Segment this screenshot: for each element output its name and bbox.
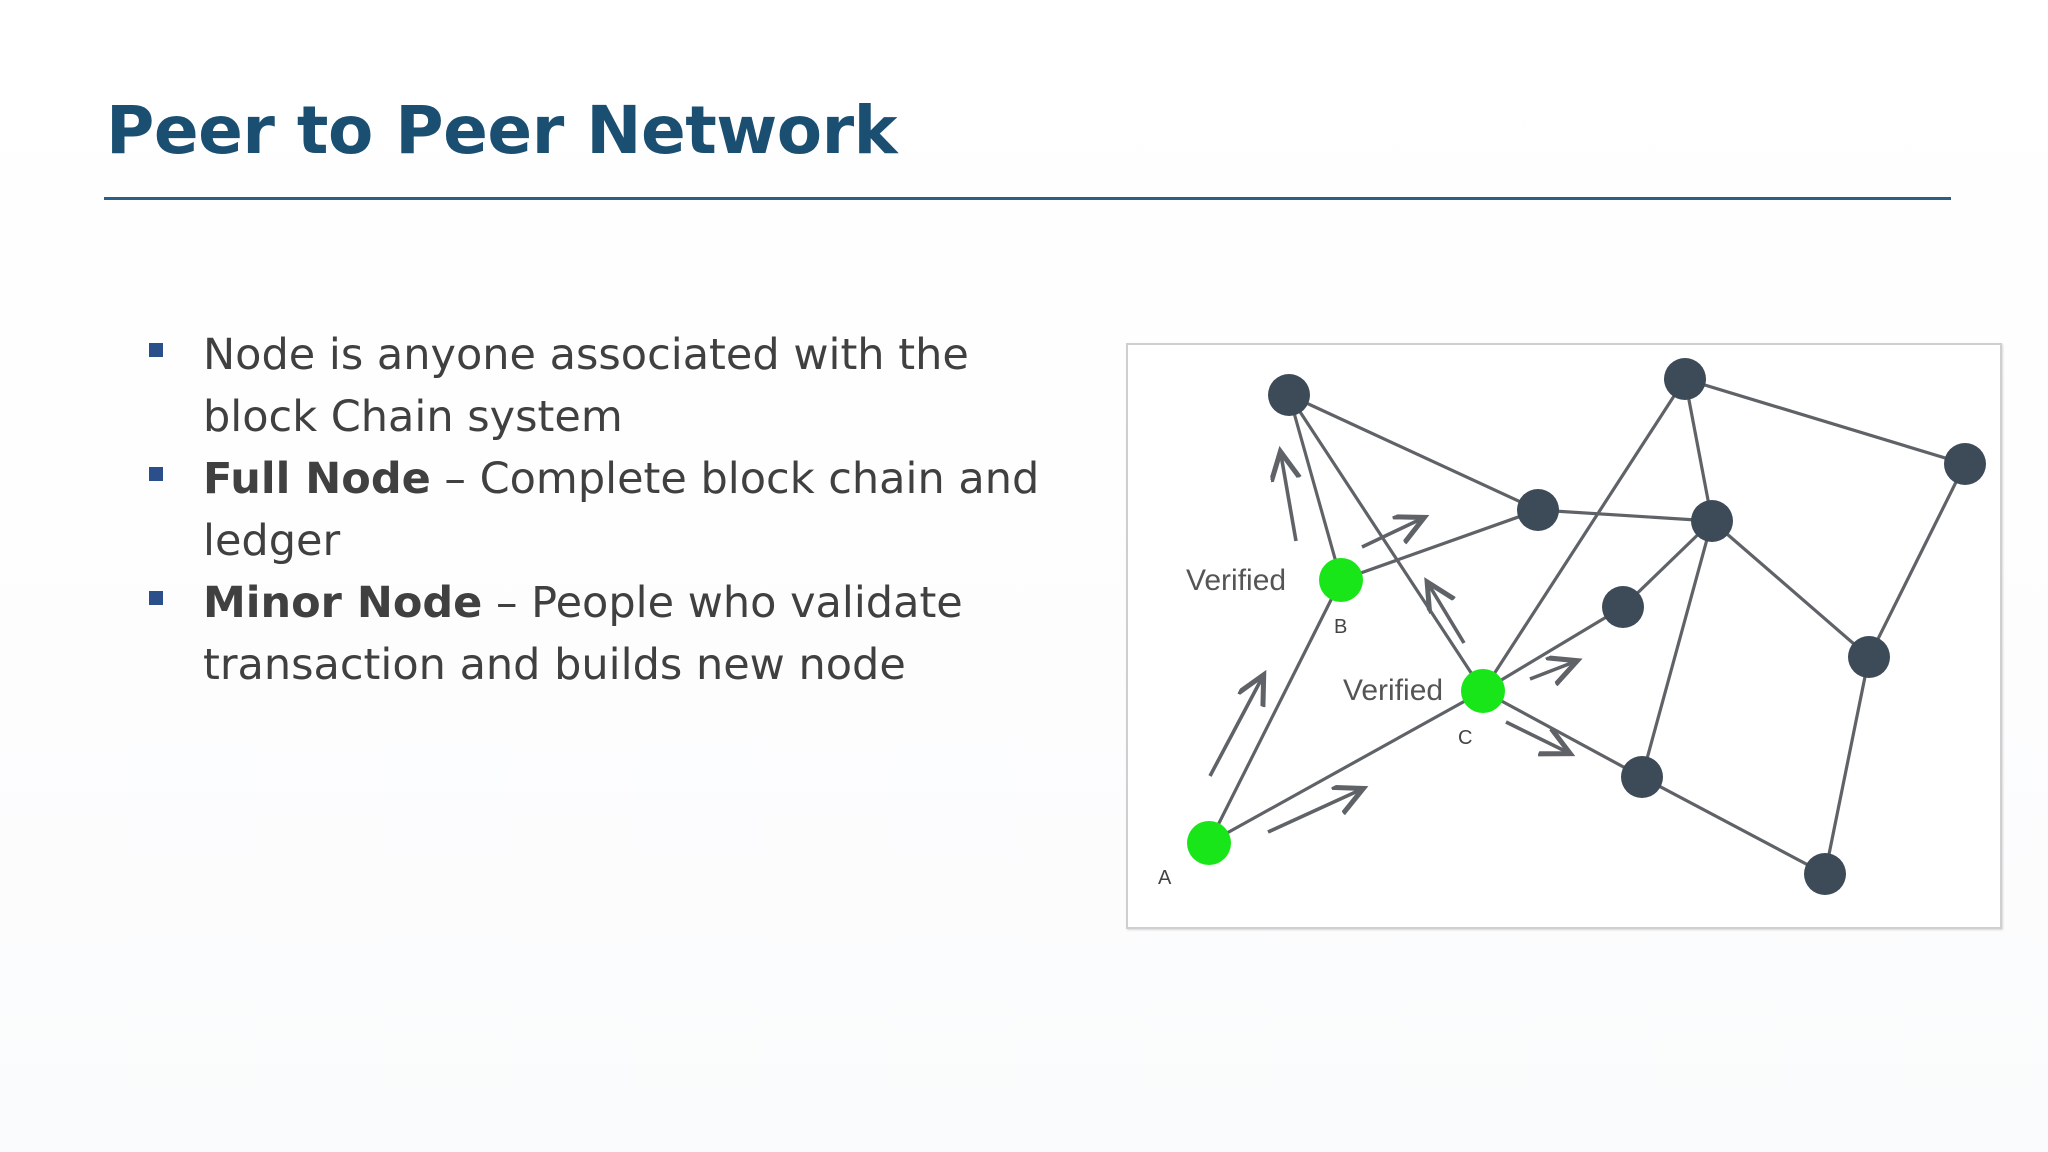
edge [1684,377,1966,466]
arrow-icon [1429,585,1466,644]
bullet-list: Node is anyone associated with the block… [145,324,1085,696]
edge [1683,378,1714,522]
verified-label-b: Verified [1186,564,1286,597]
edge [1287,394,1343,581]
bullet-text: – Complete block chain and ledger [203,454,1040,566]
verified-nodes [1187,558,1505,865]
peer-nodes [1268,358,1986,895]
edge [1208,689,1484,845]
bullet-term: Full Node [203,454,431,504]
bullet-text: – People who validate transaction and bu… [203,578,963,690]
arrow-icon [1529,662,1574,679]
network-edges [1207,377,1967,876]
node-label-c: C [1458,727,1472,749]
edge [1823,656,1871,875]
arrow-icon [1505,720,1567,752]
square-bullet-icon [149,467,163,481]
peer-node [1664,358,1706,400]
verified-node-a [1187,821,1231,865]
arrow-icon [1361,519,1421,549]
peer-node [1621,756,1663,798]
arrow-icon [1267,790,1360,834]
peer-node [1602,586,1644,628]
edge [1710,519,1871,659]
edge [1537,508,1713,523]
node-label-a: A [1158,867,1172,889]
square-bullet-icon [149,591,163,605]
edge [1340,508,1539,582]
arrow-icon [1208,678,1262,777]
bullet-item: Minor Node – People who validate transac… [145,572,1085,696]
peer-node [1944,443,1986,485]
edge [1287,394,1485,692]
peer-node [1691,500,1733,542]
title-divider [104,197,1951,200]
edge [1867,463,1967,658]
peer-node [1848,636,1890,678]
bullet-item: Full Node – Complete block chain and led… [145,448,1085,572]
edge [1482,689,1643,779]
slide-title: Peer to Peer Network [106,92,898,169]
edge [1481,378,1687,692]
node-label-b: B [1334,616,1347,638]
bullet-item: Node is anyone associated with the block… [145,324,1085,448]
edge [1207,579,1343,844]
verified-node-c [1461,669,1505,713]
edge [1640,520,1714,778]
edge [1641,775,1826,876]
verified-node-b [1319,558,1363,602]
peer-node [1804,853,1846,895]
arrow-icon [1281,455,1296,542]
propagation-arrows [1208,455,1574,834]
peer-node [1517,489,1559,531]
edge [1482,605,1624,693]
peer-node [1268,374,1310,416]
bullet-text: Node is anyone associated with the block… [203,330,969,442]
network-diagram: A B C Verified Verified [1126,343,2002,929]
edge [1288,393,1539,512]
square-bullet-icon [149,343,163,357]
network-graph: A B C Verified Verified [1158,358,1986,895]
verified-label-c: Verified [1343,674,1443,707]
bullet-term: Minor Node [203,578,483,628]
